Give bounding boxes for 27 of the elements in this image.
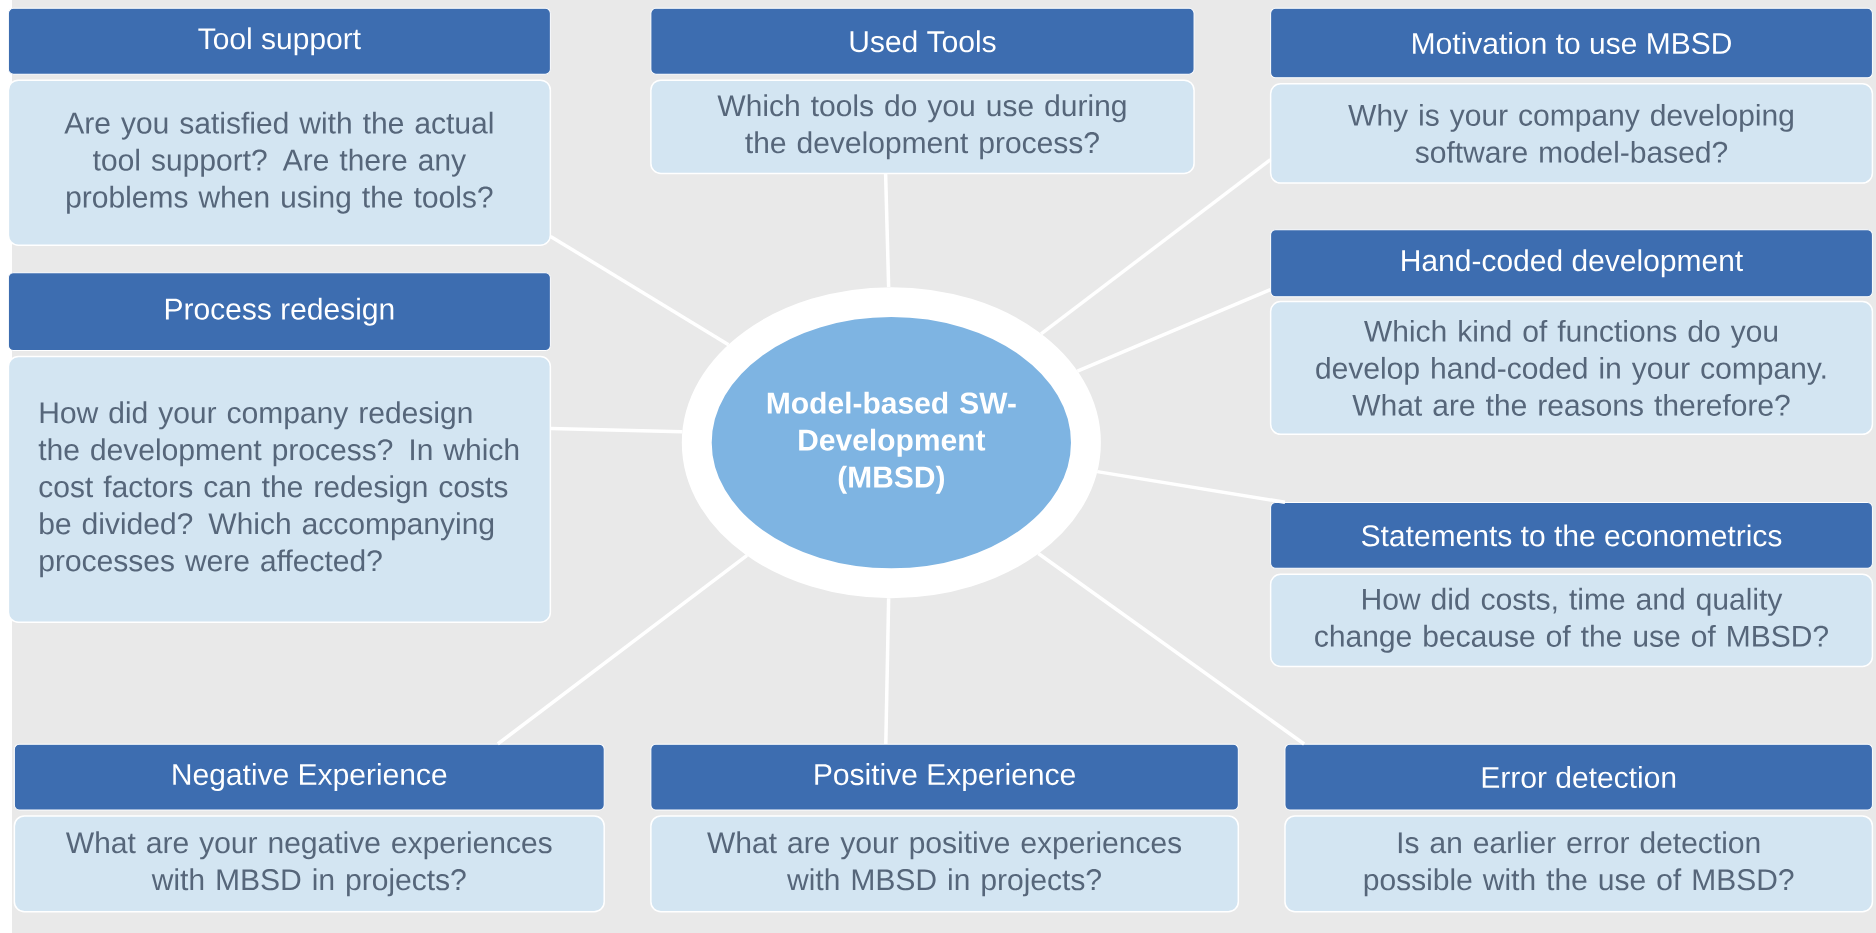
question-box: What are your negative experiences with MBSD in projects?: [13, 815, 605, 913]
topic-header: Error detection: [1284, 743, 1873, 811]
topic-header: Process redesign: [7, 272, 551, 352]
topic-header: Used Tools: [650, 7, 1195, 75]
connector-line: [1037, 552, 1306, 746]
topic-header: Tool support: [7, 7, 551, 75]
question-box: How did your company redesign the development process? In which cost factors can the redesign costs be divided? Which accompanying processes were affected?: [7, 355, 552, 623]
connector-line: [1040, 158, 1272, 336]
connector-line: [496, 554, 749, 746]
topic-header: Positive Experience: [650, 743, 1239, 811]
topic-header: Statements to the econometrics: [1270, 502, 1873, 569]
connector-line: [549, 234, 730, 347]
question-box: How did costs, time and quality change because of the use of MBSD?: [1269, 573, 1874, 668]
connector-line: [550, 426, 683, 434]
question-box: Why is your company developing software model-based?: [1269, 83, 1874, 184]
topic-header: Hand-coded development: [1270, 229, 1873, 298]
question-box: What are your positive experiences with MBSD in projects?: [650, 815, 1240, 913]
connector-line: [1076, 288, 1272, 373]
topic-header: Motivation to use MBSD: [1270, 7, 1873, 79]
connector-line: [1096, 469, 1286, 505]
question-box: Are you satisfied with the actual tool support? Are there any problems when using the tools?: [7, 79, 552, 246]
connector-line: [883, 173, 891, 288]
topic-header: Negative Experience: [13, 743, 605, 811]
question-box: Which tools do you use during the development process?: [650, 79, 1195, 175]
connector-line: [884, 598, 891, 744]
question-box: Which kind of functions do you develop hand-coded in your company. What are the reasons therefore?: [1269, 300, 1874, 436]
question-box: Is an earlier error detection possible with the use of MBSD?: [1284, 815, 1874, 913]
